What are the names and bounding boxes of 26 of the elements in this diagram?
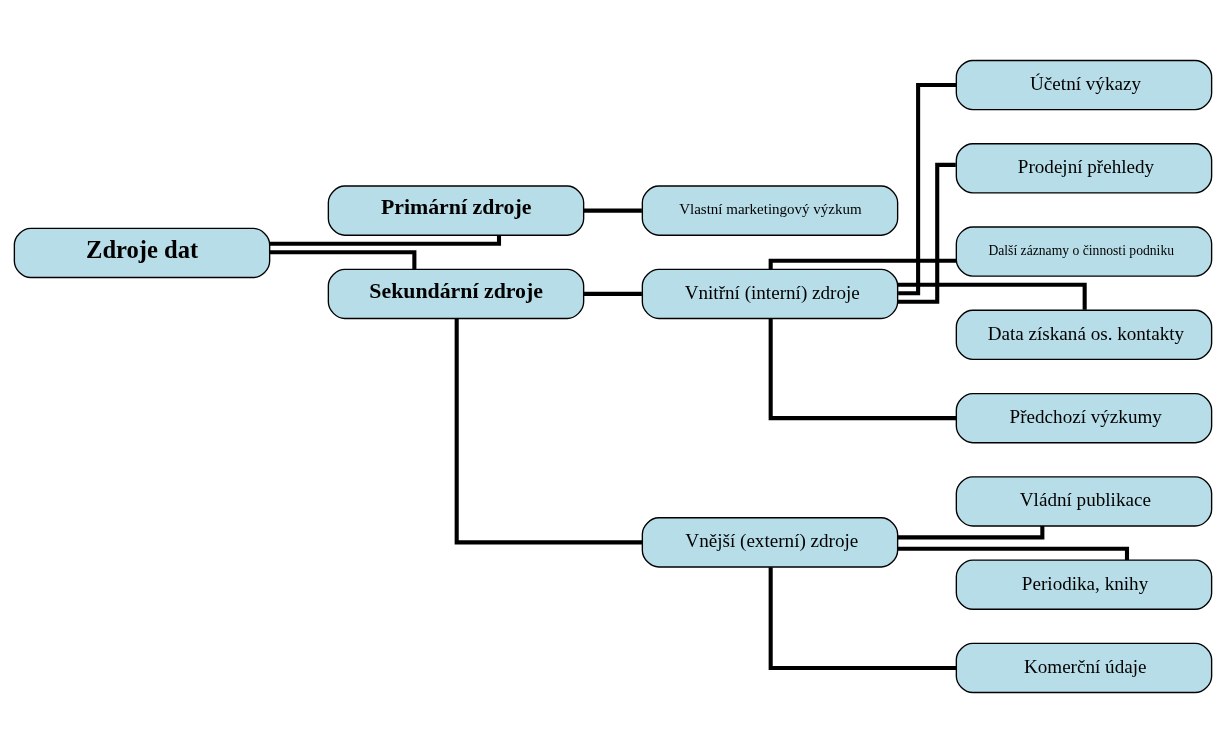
connector [898, 162, 956, 304]
node-box: Primární zdroje [327, 185, 585, 236]
node-box: Data získaná os. kontakty [955, 309, 1213, 361]
connector [898, 83, 957, 296]
connector [897, 546, 1130, 561]
node-box: Účetní výkazy [955, 59, 1213, 111]
node-box: Vládní publikace [955, 476, 1213, 527]
node-box: Předchozí výzkumy [955, 392, 1213, 444]
node-box: Zdroje dat [13, 227, 271, 279]
node-box: Vnější (externí) zdroje [641, 517, 899, 568]
node-box: Sekundární zdroje [327, 268, 585, 320]
connector [269, 250, 417, 270]
connector [269, 235, 502, 246]
connector [768, 319, 957, 421]
node-box: Komerční údaje [955, 642, 1213, 694]
connector [583, 208, 642, 213]
node-box: Periodika, knihy [955, 559, 1213, 610]
connector [897, 526, 1045, 540]
node-box: Vlastní marketingový výzkum [641, 185, 899, 236]
connector [454, 318, 643, 545]
connector [583, 291, 642, 296]
node-box: Vnitřní (interní) zdroje [641, 268, 899, 320]
node-box: Další záznamy o činnosti podniku [955, 226, 1213, 277]
node-box: Prodejní přehledy [955, 143, 1213, 194]
connector [768, 258, 957, 270]
connector [768, 567, 957, 670]
